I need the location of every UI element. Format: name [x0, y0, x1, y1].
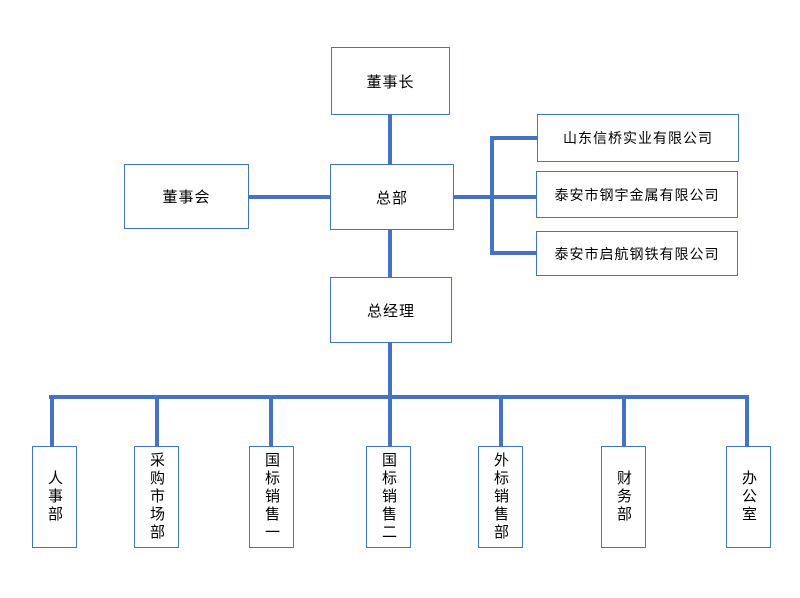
- connector-drop-department-5: [499, 399, 503, 446]
- headquarters-label: 总部: [375, 189, 408, 207]
- connector-headquarters-general-manager: [388, 230, 392, 277]
- connector-drop-department-3: [269, 399, 273, 446]
- chairman-label: 董事长: [366, 73, 415, 91]
- node-chairman: 董事长: [331, 47, 450, 115]
- connector-department-bus: [49, 395, 749, 399]
- connector-chairman-headquarters: [388, 115, 392, 164]
- affiliate-3-label: 泰安市启航钢铁有限公司: [554, 245, 720, 262]
- department-4-label: 国标销售二: [380, 452, 397, 542]
- node-department-4: 国标销售二: [366, 446, 411, 548]
- connector-general-manager-department-4: [388, 343, 392, 446]
- connector-drop-department-7: [745, 395, 749, 446]
- connector-drop-department-1: [50, 399, 54, 446]
- general-manager-label: 总经理: [366, 302, 415, 320]
- department-7-label: 办公室: [740, 470, 757, 524]
- affiliate-2-label: 泰安市钢宇金属有限公司: [554, 186, 720, 203]
- department-5-label: 外标销售部: [492, 452, 509, 542]
- node-board: 董事会: [124, 164, 249, 229]
- connector-affiliates-bracket-vertical: [490, 136, 494, 255]
- connector-drop-department-6: [622, 399, 626, 446]
- department-1-label: 人事部: [46, 470, 63, 524]
- connector-bracket-affiliate-3: [494, 251, 536, 255]
- connector-board-headquarters: [249, 195, 330, 199]
- connector-bracket-affiliate-1: [494, 136, 537, 140]
- node-general-manager: 总经理: [330, 277, 452, 343]
- connector-drop-department-2: [155, 399, 159, 446]
- affiliate-1-label: 山东信桥实业有限公司: [563, 130, 713, 146]
- node-affiliate-1: 山东信桥实业有限公司: [537, 114, 739, 162]
- node-affiliate-3: 泰安市启航钢铁有限公司: [536, 231, 738, 276]
- department-6-label: 财务部: [615, 470, 632, 524]
- node-department-1: 人事部: [32, 446, 77, 548]
- connector-headquarters-affiliate-2: [454, 195, 536, 199]
- node-headquarters: 总部: [330, 164, 454, 230]
- department-2-label: 采购市场部: [148, 452, 165, 542]
- node-department-3: 国标销售一: [249, 446, 294, 548]
- node-department-6: 财务部: [601, 446, 646, 548]
- department-3-label: 国标销售一: [263, 452, 280, 542]
- node-department-7: 办公室: [726, 446, 771, 548]
- node-department-2: 采购市场部: [134, 446, 179, 548]
- node-department-5: 外标销售部: [478, 446, 523, 548]
- node-affiliate-2: 泰安市钢宇金属有限公司: [536, 171, 738, 218]
- board-label: 董事会: [162, 189, 211, 206]
